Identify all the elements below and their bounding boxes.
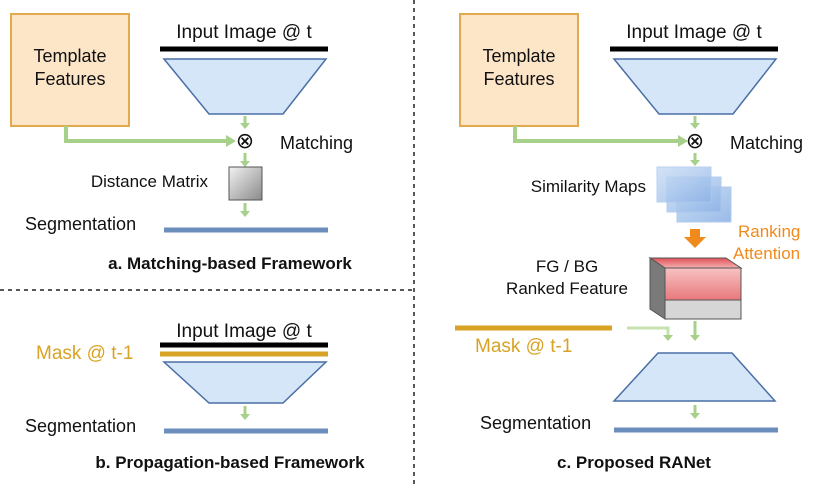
feature-label-line1: FG / BG xyxy=(536,257,598,276)
distance-matrix-square xyxy=(228,166,263,201)
matching-label: Matching xyxy=(280,133,353,153)
template-label-line2: Features xyxy=(34,69,105,89)
mask-label: Mask @ t-1 xyxy=(475,336,572,357)
segmentation-label: Segmentation xyxy=(25,214,136,234)
template-features-box xyxy=(459,13,579,127)
ranked-feature-front-gray xyxy=(664,299,742,320)
caption-b: b. Propagation-based Framework xyxy=(95,453,365,472)
ranked-feature-side xyxy=(649,257,666,320)
decoder-arrow-head xyxy=(690,413,700,419)
encoder-trapezoid xyxy=(612,58,778,115)
input-image-label: Input Image @ t xyxy=(176,22,312,43)
decoder-trapezoid xyxy=(612,352,777,402)
ranking-label-line2: Attention xyxy=(733,244,800,263)
template-label-line1: Template xyxy=(33,46,106,66)
mask-to-decoder-arrow xyxy=(627,326,670,335)
template-to-matching-arrow xyxy=(513,126,678,143)
propagation-trapezoid xyxy=(162,361,328,404)
similarity-maps-label: Similarity Maps xyxy=(531,177,646,196)
mask-label: Mask @ t-1 xyxy=(36,343,133,364)
ranking-arrow-head xyxy=(684,237,706,248)
matching-arrow-head xyxy=(690,160,700,166)
segmentation-label: Segmentation xyxy=(25,416,136,436)
panel-c: Template Features Input Image @ t ⊗ Matc… xyxy=(455,13,803,472)
matching-operator: ⊗ xyxy=(686,128,704,153)
encoder-arrow-head xyxy=(690,123,700,129)
matching-label: Matching xyxy=(730,133,803,153)
template-arrow-head xyxy=(678,135,688,147)
panel-a: Template Features Input Image @ t ⊗ Matc… xyxy=(10,13,353,273)
segmentation-label: Segmentation xyxy=(480,413,591,433)
matching-operator: ⊗ xyxy=(236,128,254,153)
template-to-matching-arrow xyxy=(64,126,226,143)
template-arrow-head xyxy=(226,135,236,147)
distance-arrow-head xyxy=(240,211,250,217)
distance-matrix-label: Distance Matrix xyxy=(91,172,209,191)
ranking-arrow-shaft xyxy=(690,229,700,238)
ranked-feature-front-red xyxy=(664,267,742,301)
ranking-label-line1: Ranking xyxy=(738,222,800,241)
matching-arrow-head xyxy=(240,161,250,167)
panel-b: Input Image @ t Mask @ t-1 Segmentation … xyxy=(25,321,365,472)
input-image-label: Input Image @ t xyxy=(626,22,762,43)
encoder-trapezoid xyxy=(162,58,328,115)
template-label-line1: Template xyxy=(482,46,555,66)
propagation-arrow-head xyxy=(240,414,250,420)
encoder-arrow-head xyxy=(240,123,250,129)
feature-arrow-head xyxy=(690,335,700,341)
mask-arrow-head xyxy=(663,335,673,341)
template-features-box xyxy=(10,13,130,127)
caption-c: c. Proposed RANet xyxy=(557,453,711,472)
template-label-line2: Features xyxy=(483,69,554,89)
feature-label-line2: Ranked Feature xyxy=(506,279,628,298)
input-image-label: Input Image @ t xyxy=(176,321,312,342)
similarity-map-front xyxy=(656,166,712,203)
caption-a: a. Matching-based Framework xyxy=(108,254,352,273)
